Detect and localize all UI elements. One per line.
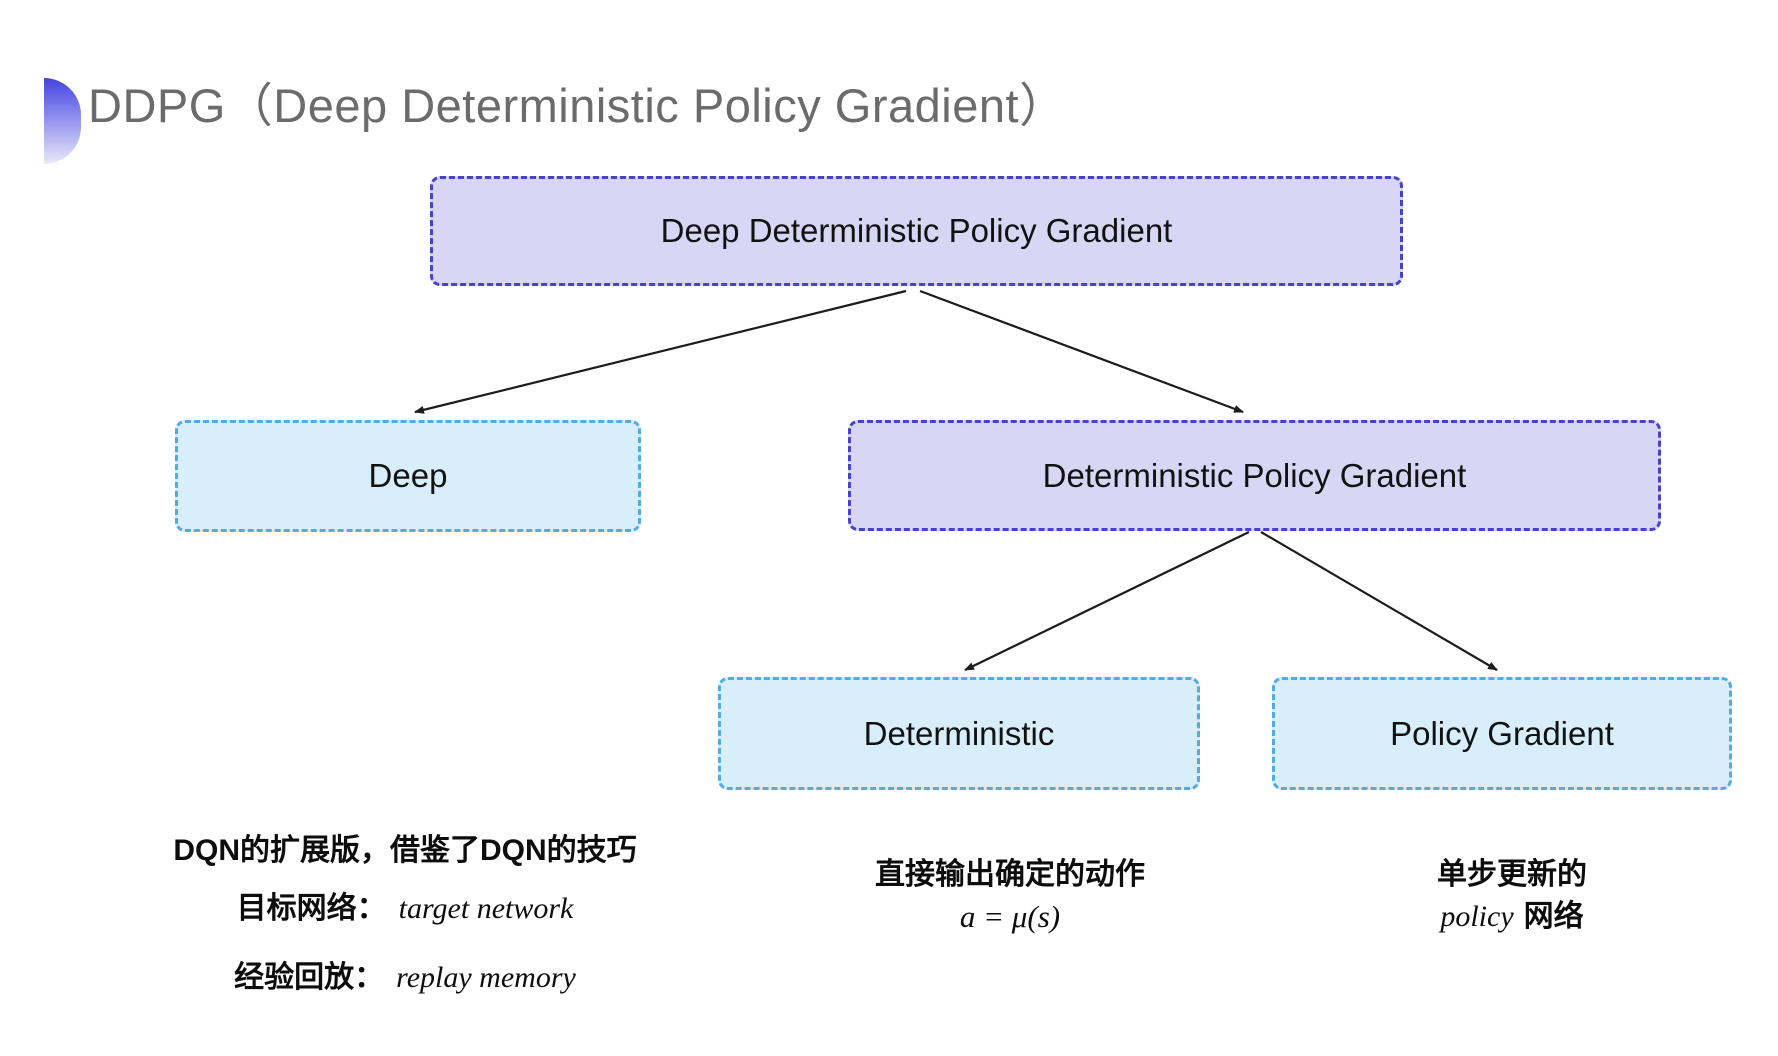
note-policy-gradient-line2-zh: 网络 [1523,900,1584,933]
note-deep-line2-zh: 目标网络： [236,892,387,925]
note-deep-line3-en: replay memory [396,961,576,994]
note-policy-gradient: 单步更新的 policy 网络 [1292,856,1732,941]
note-deep: DQN的扩展版，借鉴了DQN的技巧 目标网络： target network 经验… [120,832,690,1002]
title-accent-icon [44,78,81,164]
note-deep-line3: 经验回放： replay memory [120,959,690,1002]
node-deterministic: Deterministic [718,677,1200,790]
note-deterministic: 直接输出确定的动作 a = μ(s) [790,856,1230,936]
node-deep-deterministic-policy-gradient: Deep Deterministic Policy Gradient [430,176,1403,286]
note-deep-line3-zh: 经验回放： [234,961,385,994]
note-deep-line2-en: target network [398,892,574,925]
node-label: Deterministic Policy Gradient [1042,456,1467,494]
note-deep-line2: 目标网络： target network [120,890,690,933]
note-deterministic-line1: 直接输出确定的动作 [875,858,1145,891]
node-label: Deep Deterministic Policy Gradient [660,212,1173,249]
node-label: Deterministic [863,714,1055,752]
node-policy-gradient: Policy Gradient [1272,677,1732,790]
node-label: Deep [368,457,448,494]
node-deep: Deep [175,420,641,532]
edge-ddpg-to-deep [414,289,907,414]
edge-dpg-to-deterministic [964,531,1250,671]
page-title: DDPG（Deep Deterministic Policy Gradient） [88,79,1067,132]
note-policy-gradient-line2: policy 网络 [1292,898,1732,941]
note-deep-line1: DQN的扩展版，借鉴了DQN的技巧 [173,834,637,867]
edge-dpg-to-policy-gradient [1260,531,1498,671]
node-label: Policy Gradient [1390,714,1614,752]
note-policy-gradient-line2-en: policy [1440,900,1514,933]
note-deterministic-formula: a = μ(s) [959,899,1061,934]
edge-ddpg-to-dpg [919,289,1244,414]
node-deterministic-policy-gradient: Deterministic Policy Gradient [848,420,1661,531]
note-policy-gradient-line1: 单步更新的 [1437,858,1587,891]
